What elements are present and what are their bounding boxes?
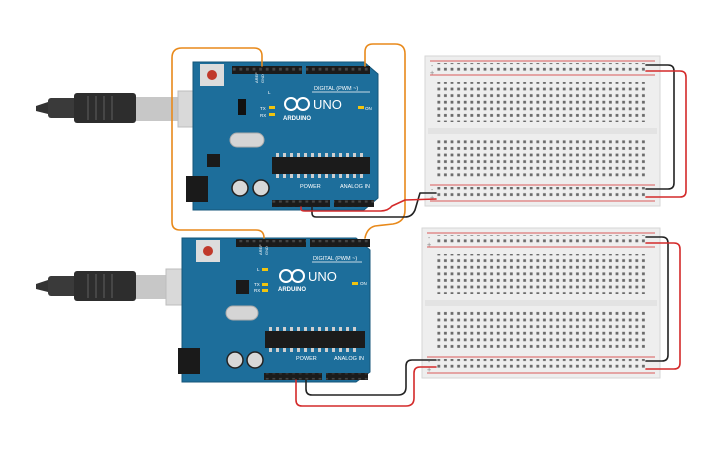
- center-channel: [428, 128, 657, 134]
- logo-text: ARDUINO: [278, 287, 306, 293]
- i2c-wire-scl[interactable]: [364, 43, 406, 239]
- chip-icon: [272, 157, 370, 174]
- rail-plus-label: +: [427, 241, 431, 249]
- power-jack-icon: [178, 348, 200, 374]
- rail-plus-label: +: [430, 194, 434, 202]
- terminal-strip-upper[interactable]: [436, 82, 646, 122]
- usb-cable-icon: [36, 268, 197, 306]
- gnd-label: GND: [260, 74, 265, 83]
- gnd-wire-top[interactable]: [311, 192, 437, 218]
- power-rail-bottom[interactable]: [436, 187, 646, 197]
- capacitor-icon: [252, 179, 270, 197]
- rail-minus-label: -: [427, 234, 431, 242]
- power-label: POWER: [296, 356, 317, 362]
- rx-label: RX: [260, 113, 266, 118]
- capacitor-icon: [246, 351, 264, 369]
- arduino-logo-icon: [279, 269, 305, 283]
- arduino-board-top[interactable]: DIGITAL (PWM ~) AREF GND UNO ARDUINO L T…: [186, 61, 379, 211]
- terminal-strip-upper[interactable]: [434, 254, 646, 294]
- rail-plus-label: +: [430, 69, 434, 77]
- gnd-wire-bottom[interactable]: [305, 359, 437, 396]
- breadboard-top[interactable]: - + - +: [424, 55, 661, 207]
- analog-label: ANALOG IN: [334, 356, 364, 362]
- chip-icon: [236, 280, 249, 294]
- breadboard-bottom[interactable]: - + - +: [421, 227, 661, 379]
- vcc-wire-bottom[interactable]: [295, 366, 437, 407]
- digital-label: DIGITAL (PWM ~): [314, 86, 358, 92]
- terminal-strip-lower[interactable]: [436, 139, 646, 179]
- gnd-label: GND: [264, 246, 269, 255]
- power-rail-top[interactable]: [434, 235, 646, 245]
- analog-label: ANALOG IN: [340, 184, 370, 190]
- gnd-rail-jumper-bottom[interactable]: [645, 236, 669, 362]
- aref-label: AREF: [258, 244, 263, 255]
- digital-label: DIGITAL (PWM ~): [313, 256, 357, 262]
- capacitor-icon: [226, 351, 244, 369]
- l-led-label: L: [257, 267, 260, 272]
- vcc-wire-top[interactable]: [300, 198, 437, 212]
- model-label: UNO: [308, 269, 337, 284]
- terminal-strip-lower[interactable]: [434, 311, 646, 351]
- capacitor-icon: [231, 179, 249, 197]
- rail-minus-label: -: [430, 62, 434, 70]
- on-led-label: ON: [365, 106, 372, 111]
- rail-plus-label: +: [427, 366, 431, 374]
- arduino-logo-icon: [284, 97, 310, 111]
- model-label: UNO: [313, 97, 342, 112]
- crystal-icon: [229, 132, 265, 148]
- power-label: POWER: [300, 184, 321, 190]
- arduino-board-bottom[interactable]: DIGITAL (PWM ~) AREF GND UNO ARDUINO L T…: [178, 237, 371, 383]
- crystal-icon: [225, 305, 259, 321]
- rail-minus-label: -: [430, 186, 434, 194]
- gnd-rail-jumper-top[interactable]: [645, 64, 675, 190]
- chip-icon: [265, 331, 365, 348]
- rail-minus-label: -: [427, 358, 431, 366]
- on-led-label: ON: [360, 281, 367, 286]
- l-led-label: L: [268, 90, 271, 95]
- power-rail-bottom[interactable]: [434, 359, 646, 369]
- vcc-rail-jumper-top[interactable]: [645, 70, 687, 198]
- tx-label: TX: [260, 106, 266, 111]
- power-rail-top[interactable]: [436, 63, 646, 73]
- tx-label: TX: [254, 282, 260, 287]
- logo-text: ARDUINO: [283, 116, 311, 122]
- power-jack-icon: [186, 176, 208, 202]
- rx-label: RX: [254, 288, 260, 293]
- center-channel: [425, 300, 657, 306]
- i2c-wire-sda[interactable]: [171, 47, 265, 239]
- aref-label: AREF: [254, 72, 259, 83]
- chip-icon: [207, 154, 220, 167]
- vcc-rail-jumper-bottom[interactable]: [645, 242, 681, 370]
- usb-cable-icon: [36, 90, 209, 128]
